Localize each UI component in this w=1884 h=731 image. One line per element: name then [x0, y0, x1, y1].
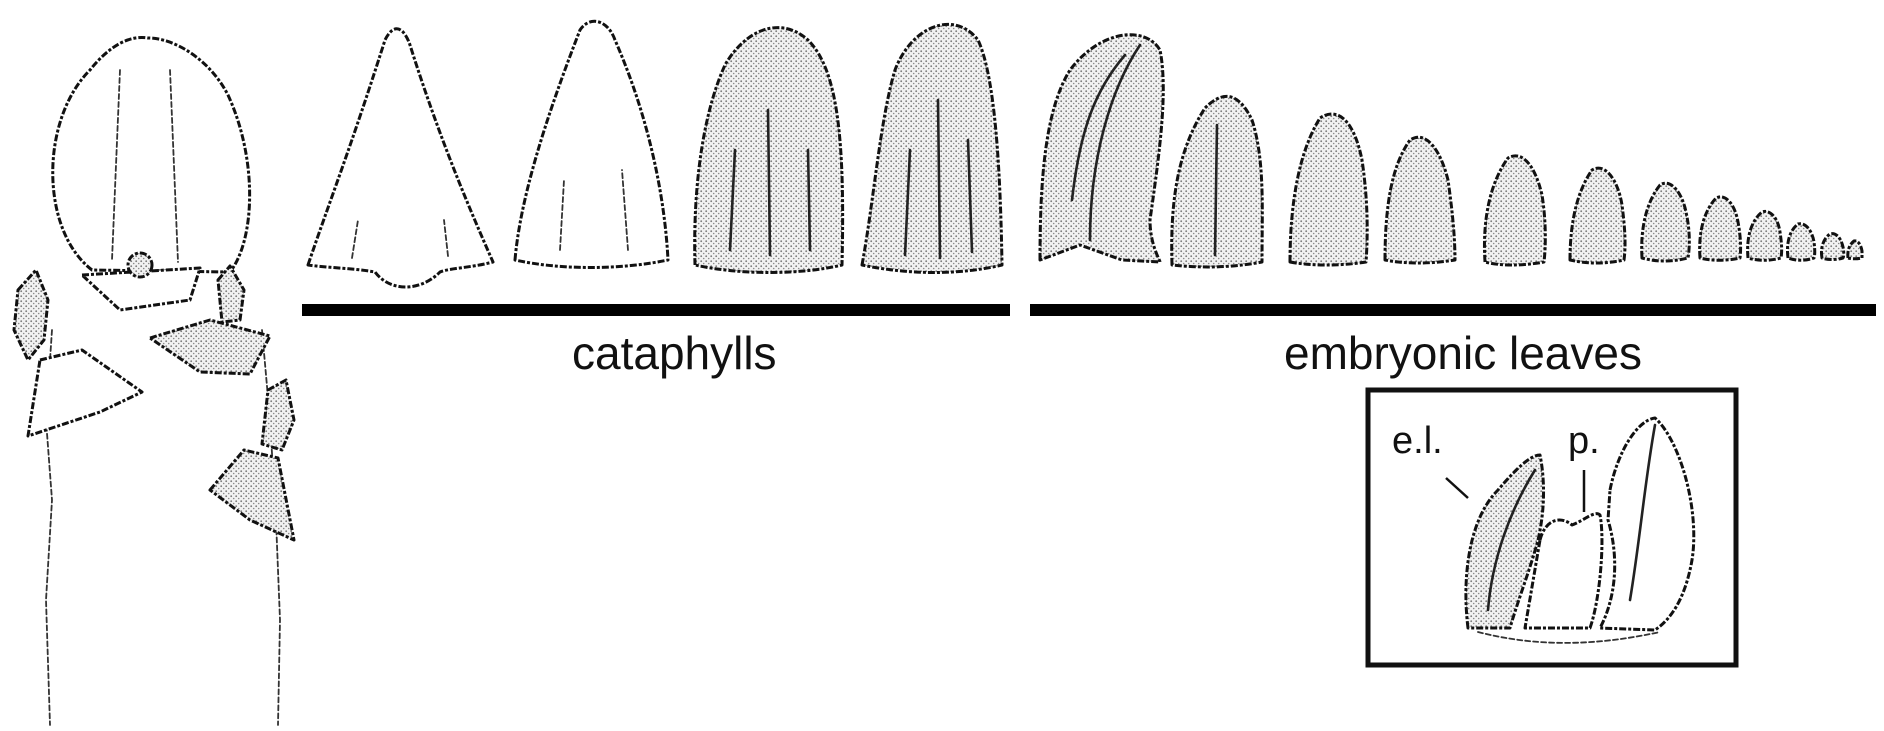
- cataphyll: [515, 21, 668, 267]
- cataphyll: [308, 29, 493, 287]
- embryonic-leaf: [1787, 224, 1814, 261]
- e-l-label: e.l.: [1392, 420, 1443, 463]
- lateral-bud: [14, 270, 48, 360]
- leaf-scar: [210, 450, 294, 540]
- lateral-bud: [218, 266, 244, 322]
- cataphyll-series: [308, 21, 1002, 287]
- leaf-scar: [28, 350, 142, 436]
- embryonic-leaf: [1700, 197, 1741, 260]
- embryonic-leaf: [1748, 211, 1782, 260]
- leaf-scar: [150, 320, 270, 374]
- lateral-bud: [262, 380, 294, 450]
- embryonic-leaf: [1570, 168, 1625, 263]
- shoot-tip: [128, 253, 152, 277]
- cataphylls-rule: [302, 304, 1010, 316]
- embryonic-leaf: [1821, 234, 1843, 260]
- cataphyll: [862, 24, 1002, 272]
- embryonic-leaf: [1040, 35, 1163, 262]
- embryonic-leaves-label: embryonic leaves: [1284, 326, 1642, 380]
- embryonic-leaves-rule: [1030, 304, 1876, 316]
- embryonic-leaf: [1848, 241, 1862, 259]
- cataphylls-label: cataphylls: [572, 326, 777, 380]
- embryonic-leaf: [1642, 183, 1690, 261]
- apical-bud: [53, 37, 250, 272]
- embryonic-leaf-series: [1040, 35, 1862, 267]
- embryonic-leaf: [1484, 156, 1545, 265]
- embryonic-leaf: [1290, 114, 1367, 265]
- p-label: p.: [1568, 420, 1600, 463]
- shoot-apex: [14, 37, 294, 725]
- embryonic-leaf: [1385, 137, 1455, 263]
